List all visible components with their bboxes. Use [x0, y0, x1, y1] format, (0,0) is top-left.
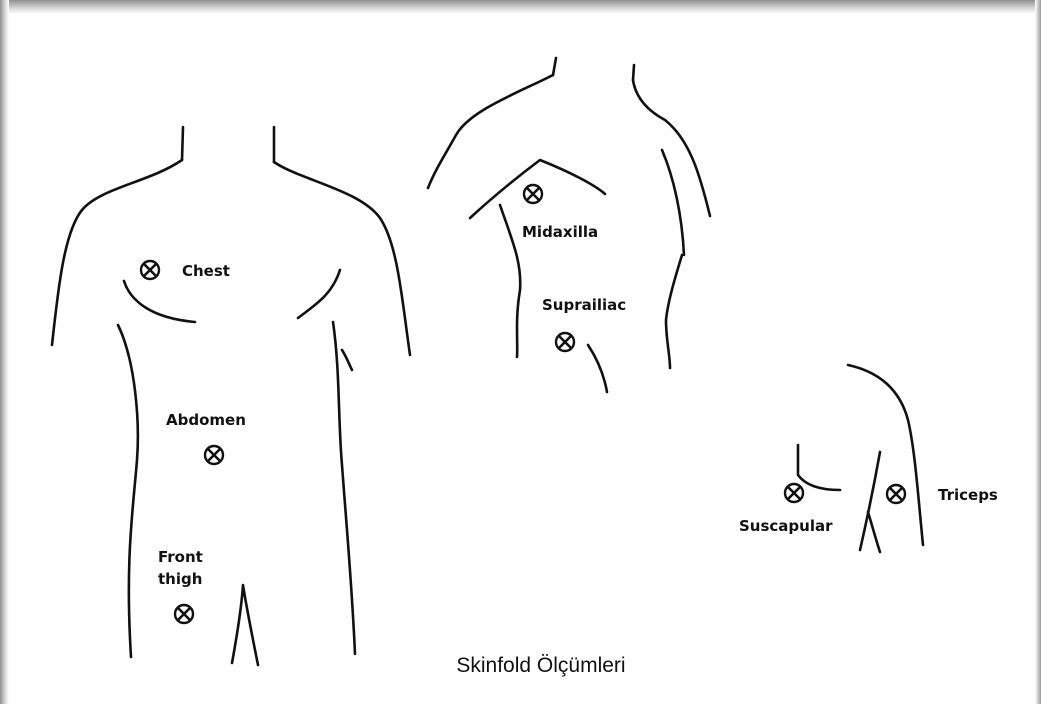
front-pec-left [124, 281, 195, 322]
side-neck-right [633, 65, 634, 80]
circled-x-icon [205, 446, 223, 464]
side-neck-left [553, 58, 556, 75]
front-shoulder-right [274, 162, 410, 355]
circled-x-icon [175, 605, 193, 623]
back-arm-line [860, 452, 880, 550]
side-arm-back [662, 150, 684, 255]
circled-x-icon [556, 333, 574, 351]
front-inseam [232, 585, 258, 665]
circled-x-icon [141, 261, 159, 279]
side-back-line [666, 255, 682, 368]
back-scapula [798, 445, 840, 490]
front-thigh-label: Front thigh [158, 546, 203, 590]
figure-caption: Skinfold Ölçümleri [52, 654, 1030, 678]
circled-x-icon [785, 484, 803, 502]
front-side-left [118, 325, 138, 657]
front-neck-left [182, 127, 183, 160]
subscapular-label: Suscapular [739, 516, 833, 536]
back-shoulder [848, 365, 923, 545]
side-shoulder-left [428, 75, 553, 188]
side-front-line [500, 205, 520, 357]
back-arm-cross [868, 512, 880, 552]
circled-x-icon [524, 185, 542, 203]
circled-x-icon [887, 485, 905, 503]
side-hip-curve [588, 345, 607, 392]
midaxilla-label: Midaxilla [522, 222, 598, 242]
side-shoulder-right [633, 80, 710, 216]
front-arm-right-notch [342, 350, 352, 370]
front-torso-outline [52, 127, 410, 665]
chest-label: Chest [182, 261, 230, 281]
front-shoulder-left [52, 160, 182, 345]
triceps-label: Triceps [938, 485, 998, 505]
suprailiac-label: Suprailiac [542, 295, 626, 315]
abdomen-label: Abdomen [166, 410, 246, 430]
front-pec-right [298, 270, 340, 318]
front-side-right [333, 322, 355, 654]
